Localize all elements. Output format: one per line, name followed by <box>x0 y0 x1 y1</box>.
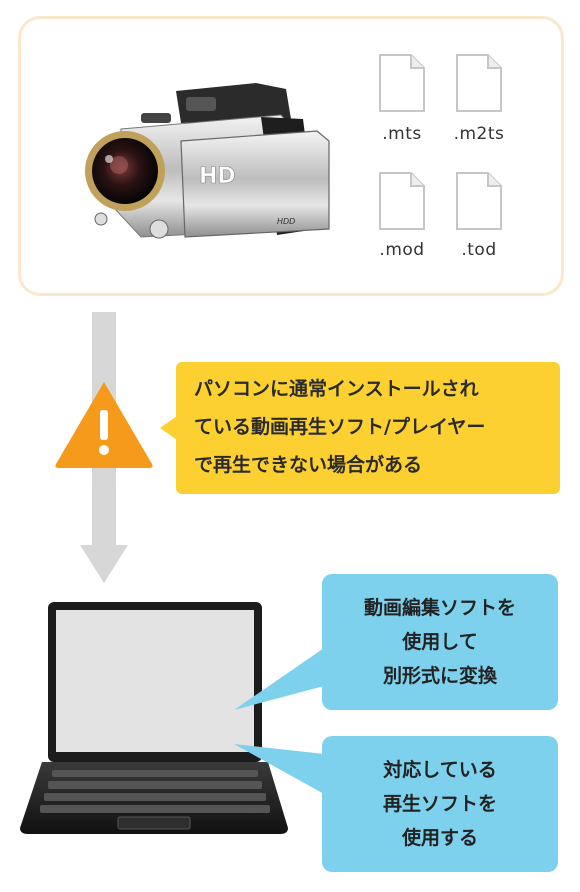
laptop-icon <box>20 602 288 834</box>
warning-icon <box>55 382 153 468</box>
file-icon <box>456 172 502 230</box>
solution-line: 使用して <box>402 631 478 653</box>
file-extension: .tod <box>461 240 497 260</box>
solution-line: 再生ソフトを <box>382 793 497 815</box>
solution-bubble-player: 対応している 再生ソフトを 使用する <box>322 736 558 872</box>
warning-line: ている動画再生ソフト/プレイヤー <box>194 416 486 438</box>
warning-text: パソコンに通常インストールされ ている動画再生ソフト/プレイヤー で再生できない… <box>194 370 554 484</box>
solution-line: 対応している <box>383 759 497 781</box>
bubble-pointer <box>234 648 324 710</box>
hd-badge: HD <box>199 164 236 189</box>
solution-bubble-convert: 動画編集ソフトを 使用して 別形式に変換 <box>322 574 558 710</box>
file-extension: .m2ts <box>453 124 505 144</box>
file-icon <box>379 54 425 112</box>
arrow-down-icon <box>80 545 128 583</box>
bubble-pointer <box>234 744 324 794</box>
file-extension: .mod <box>379 240 425 260</box>
file-icon <box>456 54 502 112</box>
camcorder-icon: HD HDD <box>85 83 330 239</box>
hdd-badge: HDD <box>277 217 295 226</box>
warning-callout <box>176 362 560 494</box>
file-icon <box>379 172 425 230</box>
solution-line: 別形式に変換 <box>382 665 497 687</box>
warning-line: で再生できない場合がある <box>194 454 423 476</box>
callout-pointer <box>160 414 180 442</box>
solution-line: 動画編集ソフトを <box>363 597 516 619</box>
warning-line: パソコンに通常インストールされ <box>194 378 479 400</box>
file-extension: .mts <box>382 124 422 144</box>
solution-line: 使用する <box>401 827 478 849</box>
